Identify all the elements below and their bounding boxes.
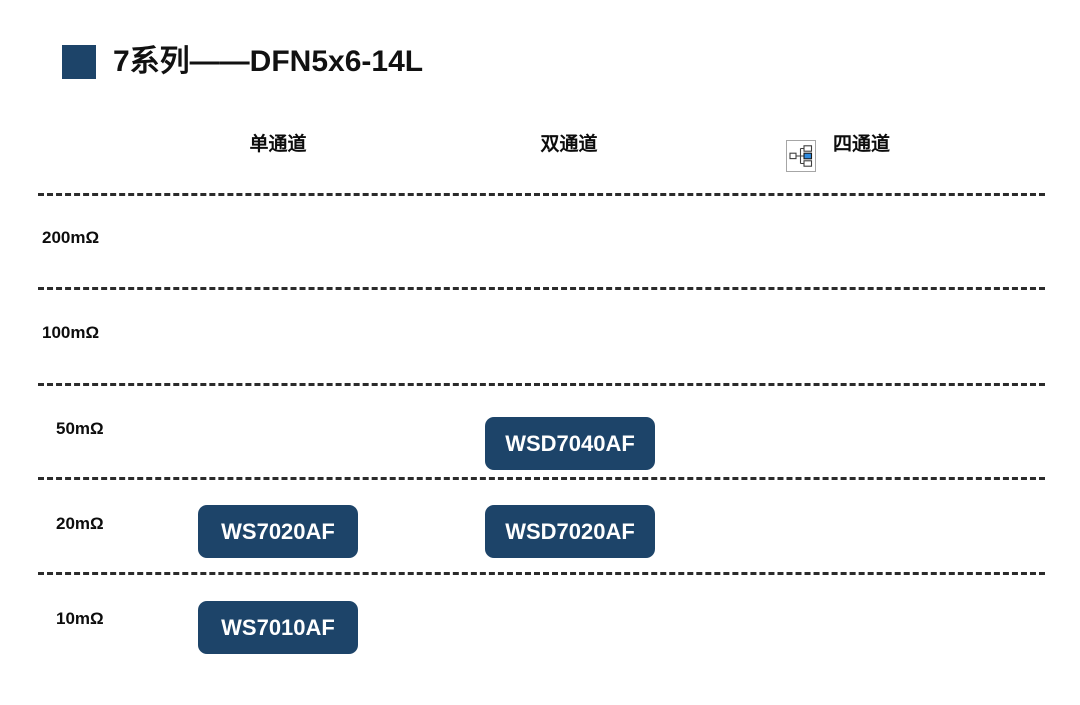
row-divider-2 [38, 287, 1045, 290]
row-divider-4 [38, 477, 1045, 480]
product-chip-ws7020af[interactable]: WS7020AF [198, 505, 358, 558]
row-label-100mohm: 100mΩ [42, 323, 100, 342]
product-chip-ws7010af[interactable]: WS7010AF [198, 601, 358, 654]
row-label-200mohm: 200mΩ [42, 228, 100, 247]
row-label-10mohm: 10mΩ [56, 609, 104, 628]
product-chip-wsd7020af[interactable]: WSD7020AF [485, 505, 655, 558]
row-label-50mohm: 50mΩ [56, 419, 104, 438]
column-header-dual-channel: 双通道 [540, 134, 598, 155]
row-divider-1 [38, 193, 1045, 196]
column-header-single-channel: 单通道 [249, 134, 307, 155]
page-title: 7系列——DFN5x6-14L [62, 40, 423, 84]
title-accent-square [62, 45, 96, 79]
row-label-20mohm: 20mΩ [56, 514, 104, 533]
title-text: 7系列——DFN5x6-14L [113, 45, 424, 78]
column-header-quad-channel: 四通道 [833, 134, 891, 155]
product-chip-wsd7040af[interactable]: WSD7040AF [485, 417, 655, 470]
row-divider-3 [38, 383, 1045, 386]
row-divider-5 [38, 572, 1045, 575]
hierarchy-diagram-icon [786, 140, 816, 172]
